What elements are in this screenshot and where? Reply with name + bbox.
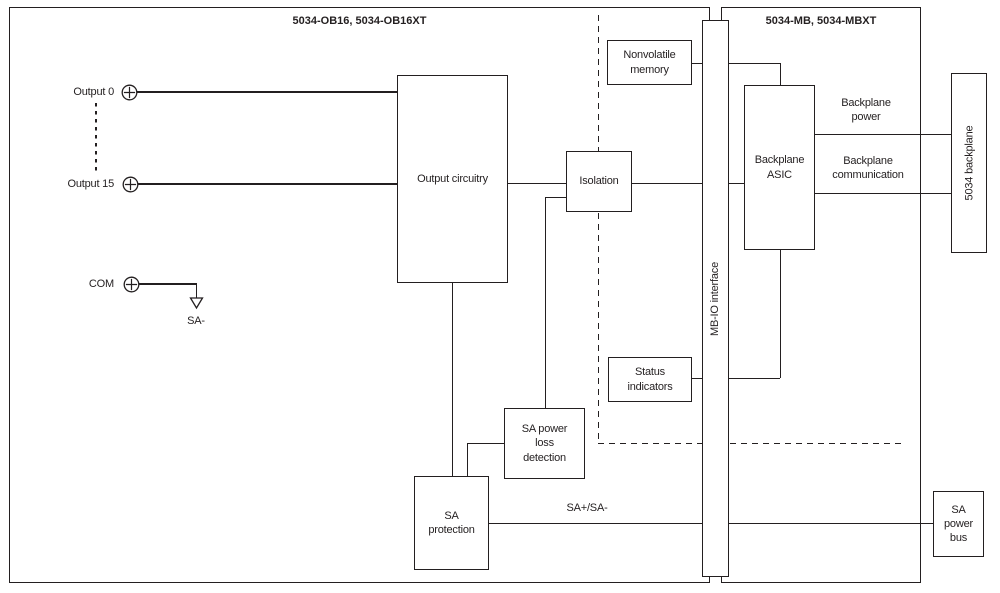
wire-isolation-tap: [545, 196, 566, 198]
nonvolatile-memory-box: Nonvolatile memory: [607, 40, 692, 85]
mb-io-interface-bar: MB-IO interface: [702, 20, 729, 577]
wire-mbio-asic-bottom-horizontal: [729, 377, 780, 379]
mb-io-interface-label: MB-IO interface: [709, 261, 722, 336]
output-circuitry-box: Output circuitry: [397, 75, 508, 283]
wire-backplane-communication: [815, 192, 951, 194]
terminal-output15-label: Output 15: [67, 178, 114, 190]
wire-isolation-mbio: [632, 182, 702, 184]
left-module-outline: [9, 7, 710, 583]
wire-isolation-saloss-drop: [544, 197, 546, 408]
backplane-communication-label: Backplane communication: [832, 155, 904, 182]
wire-asic-top-drop: [779, 63, 781, 85]
isolation-box: Isolation: [566, 151, 632, 212]
wire-status-mbio: [692, 377, 702, 379]
wire-com: [138, 283, 197, 285]
isolation-boundary-horizontal-dashed-line: [598, 442, 903, 444]
terminal-output0-screw-icon: [121, 84, 138, 101]
wire-backplane-power: [815, 133, 951, 135]
output-range-dotted-line: [95, 103, 97, 172]
backplane-5034-box: 5034 backplane: [951, 73, 987, 253]
wire-com-drop: [195, 284, 197, 298]
terminal-output15-screw-icon: [122, 176, 139, 193]
backplane-power-label: Backplane power: [841, 97, 891, 124]
terminal-com-label: COM: [88, 278, 114, 290]
wire-output0: [137, 91, 397, 93]
backplane-5034-label: 5034 backplane: [963, 125, 976, 201]
wire-saloss-tap: [467, 442, 504, 444]
sa-power-loss-detection-box: SA power loss detection: [504, 408, 585, 479]
ground-sa-minus-label: SA-: [187, 315, 205, 327]
wire-mbio-asic-top-horizontal: [729, 62, 780, 64]
left-module-title: 5034-OB16, 5034-OB16XT: [292, 15, 427, 27]
wire-nonvolatile-mbio: [692, 62, 702, 64]
wire-output15: [137, 183, 397, 185]
terminal-output0-label: Output 0: [73, 86, 114, 98]
wire-asic-bottom-drop: [779, 250, 781, 378]
sa-power-bus-box: SA power bus: [933, 491, 984, 557]
wire-mbio-asic: [729, 182, 744, 184]
isolation-boundary-vertical-dashed-line: [597, 15, 599, 443]
wire-saloss-saprotection-drop: [466, 443, 468, 476]
ground-arrow-icon: [188, 297, 204, 310]
terminal-com-screw-icon: [123, 276, 140, 293]
wire-outputcircuitry-isolation: [508, 182, 566, 184]
right-module-title: 5034-MB, 5034-MBXT: [765, 15, 877, 27]
backplane-asic-box: Backplane ASIC: [744, 85, 815, 250]
wire-outputcircuitry-saprotection-drop: [451, 283, 453, 476]
sa-bus-label: SA+/SA-: [566, 502, 608, 514]
sa-protection-box: SA protection: [414, 476, 489, 570]
status-indicators-box: Status indicators: [608, 357, 692, 402]
